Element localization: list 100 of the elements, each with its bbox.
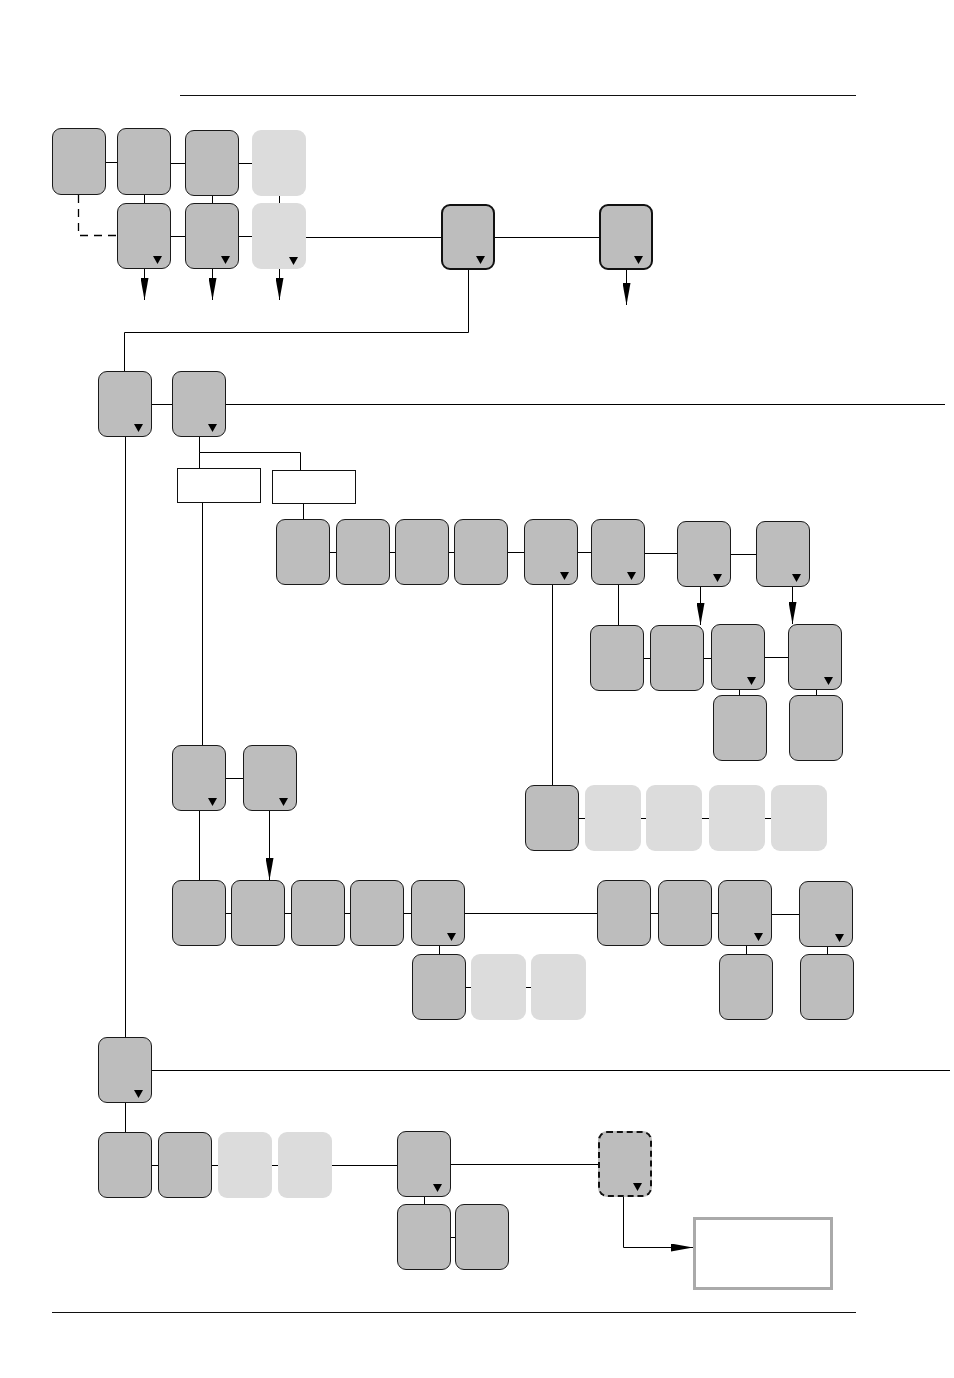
- connector-line: [303, 503, 304, 520]
- display-box: [172, 371, 226, 437]
- display-box: [650, 625, 704, 691]
- connector-line: [225, 913, 232, 914]
- display-box: [172, 880, 226, 946]
- connector-line: [465, 987, 472, 988]
- connector-line: [211, 1165, 219, 1166]
- connector-line: [284, 913, 292, 914]
- display-box: [397, 1131, 451, 1197]
- connector-line: [424, 1196, 425, 1205]
- arrow: [696, 586, 705, 626]
- arrow: [788, 586, 797, 625]
- display-box: [412, 954, 466, 1020]
- connector-line: [650, 913, 659, 914]
- connector-line: [640, 818, 647, 819]
- display-box: [585, 785, 641, 851]
- display-box: [252, 203, 306, 269]
- connector-line: [643, 658, 651, 659]
- display-box: [799, 881, 853, 947]
- display-box: [252, 130, 306, 196]
- connector-line: [618, 584, 619, 626]
- connector-line: [746, 945, 747, 955]
- arrow: [208, 268, 217, 301]
- display-box: [591, 519, 645, 585]
- display-box: [52, 128, 106, 195]
- display-box: [117, 203, 171, 269]
- display-box: [525, 785, 579, 851]
- display-box: [771, 785, 827, 851]
- display-box: [598, 1131, 652, 1197]
- connector-line: [331, 1165, 398, 1166]
- display-box: [590, 625, 644, 691]
- connector-line: [771, 914, 800, 915]
- connector-line: [448, 552, 455, 553]
- connector-line: [507, 552, 525, 553]
- display-box: [350, 880, 404, 946]
- display-box: [98, 1037, 152, 1103]
- connector-line: [644, 553, 678, 554]
- display-box: [185, 130, 239, 196]
- connector-line: [464, 913, 598, 914]
- connector-line: [577, 552, 592, 553]
- connector-line: [238, 236, 253, 237]
- display-box: [276, 519, 330, 585]
- connector-line: [151, 1165, 159, 1166]
- connector-line: [816, 689, 817, 696]
- display-box: [713, 695, 767, 761]
- display-box: [395, 519, 449, 585]
- connector-line: [212, 195, 213, 204]
- connector-line: [730, 554, 757, 555]
- arrow: [140, 268, 149, 301]
- connector-line: [403, 913, 412, 914]
- display-box: [789, 695, 843, 761]
- display-box: [411, 880, 465, 946]
- connector-line: [271, 1165, 279, 1166]
- display-box: [788, 624, 842, 690]
- connector-line: [225, 404, 946, 405]
- dashed-connector-line: [77, 194, 118, 237]
- arrow: [275, 268, 284, 301]
- display-box: [218, 1132, 272, 1198]
- display-box: [646, 785, 702, 851]
- arrow: [265, 810, 274, 881]
- display-box: [718, 880, 772, 946]
- display-box: [599, 204, 653, 270]
- display-box: [243, 745, 297, 811]
- connector-line: [199, 436, 301, 471]
- connector-line: [125, 436, 126, 1038]
- connector-line: [450, 1164, 599, 1165]
- display-box: [455, 1204, 509, 1270]
- display-box: [291, 880, 345, 946]
- display-box: [711, 624, 765, 690]
- connector-line: [525, 987, 532, 988]
- connector-line: [827, 946, 828, 955]
- display-box: [158, 1132, 212, 1198]
- connector-line: [170, 163, 186, 164]
- display-box: [98, 371, 152, 437]
- connector-line: [199, 810, 200, 881]
- display-box: [531, 954, 586, 1020]
- arrow: [623, 1196, 694, 1252]
- display-box: [677, 521, 731, 587]
- connector-line: [389, 552, 396, 553]
- display-box: [278, 1132, 332, 1198]
- connector-line: [105, 162, 118, 163]
- connector-line: [225, 778, 244, 779]
- display-box: [185, 203, 239, 269]
- connector-line: [125, 1102, 126, 1133]
- display-box: [597, 880, 651, 946]
- connector-line: [494, 237, 600, 238]
- display-box: [117, 128, 171, 195]
- connector-line: [170, 236, 186, 237]
- display-box: [800, 954, 854, 1020]
- connector-line: [151, 404, 173, 405]
- connector-line: [305, 237, 442, 238]
- connector-line: [279, 195, 280, 204]
- display-box: [471, 954, 526, 1020]
- connector-line: [202, 502, 203, 746]
- arrow: [622, 269, 631, 306]
- frame-box: [693, 1217, 833, 1290]
- connector-line: [450, 1237, 456, 1238]
- display-box: [441, 204, 495, 270]
- display-box: [658, 880, 712, 946]
- connector-line: [764, 657, 789, 658]
